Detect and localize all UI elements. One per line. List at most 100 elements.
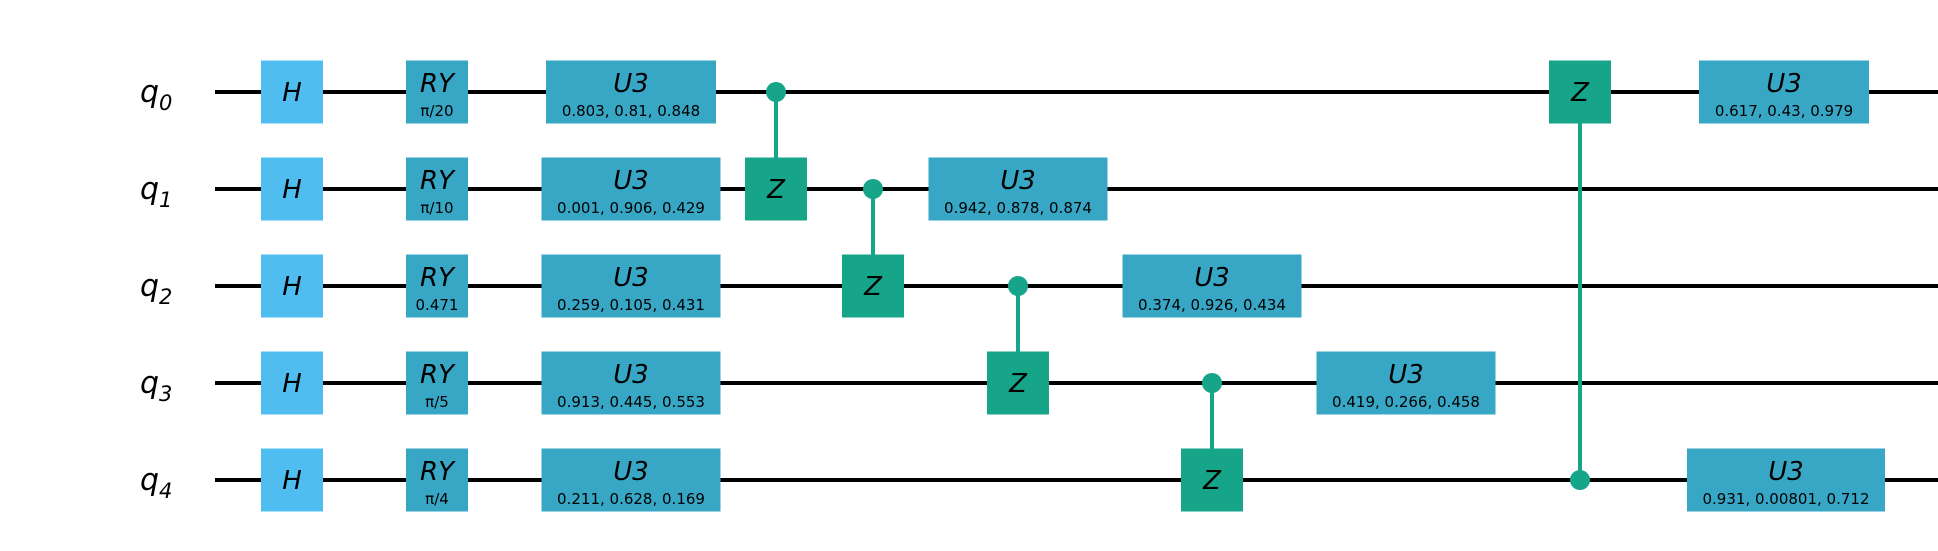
u3-gate-label: U3 <box>613 457 649 487</box>
gates: HHHHHRYπ/20RYπ/10RY0.471RYπ/5RYπ/4U30.80… <box>261 60 1885 512</box>
u3-gate-box <box>1687 448 1885 512</box>
h-gate-label: H <box>282 175 302 205</box>
gate-u3-19: U3 0.374, 0.926, 0.434 <box>1122 254 1302 318</box>
u3-gate-box <box>1122 254 1302 318</box>
qubit-wires <box>215 90 1938 482</box>
cz-gate-label: Z <box>1570 78 1590 108</box>
u3-gate-param: 0.374, 0.926, 0.434 <box>1138 296 1286 314</box>
gate-cz-22: Z <box>1549 60 1611 490</box>
cz-gate-box <box>987 351 1049 415</box>
gate-u3-17: U3 0.942, 0.878, 0.874 <box>928 157 1108 221</box>
ry-gate-box <box>406 254 468 318</box>
h-gate-label: H <box>282 369 302 399</box>
qubit-label-4: q4 <box>140 463 172 503</box>
ry-gate-box <box>406 448 468 512</box>
ry-gate-param: 0.471 <box>416 296 459 314</box>
ry-gate-param: π/5 <box>425 393 449 411</box>
u3-gate-label: U3 <box>1768 457 1804 487</box>
gate-cz-16: Z <box>842 179 904 318</box>
u3-gate-param: 0.931, 0.00801, 0.712 <box>1703 490 1870 508</box>
u3-gate-param: 0.803, 0.81, 0.848 <box>562 102 700 120</box>
u3-gate-box <box>1699 60 1869 124</box>
gate-u3-13: U30.913, 0.445, 0.553 <box>541 351 721 415</box>
gate-ry-6: RY π/10 <box>406 157 468 221</box>
cz-gate-box <box>1181 448 1243 512</box>
u3-gate-label: U3 <box>613 360 649 390</box>
ry-gate-label: RY <box>420 457 456 487</box>
ry-gate-label: RY <box>420 166 456 196</box>
h-gate-box <box>261 351 323 415</box>
u3-gate-label: U3 <box>1766 69 1802 99</box>
u3-gate-param: 0.259, 0.105, 0.431 <box>557 296 705 314</box>
h-gate-box <box>261 60 323 124</box>
cz-gate-box <box>1549 60 1611 124</box>
h-gate-box <box>261 254 323 318</box>
gate-u3-11: U3 0.001, 0.906, 0.429 <box>541 157 721 221</box>
gate-u3-23: U3 0.617, 0.43, 0.979 <box>1699 60 1869 124</box>
u3-gate-label: U3 <box>613 166 649 196</box>
u3-gate-param: 0.419, 0.266, 0.458 <box>1332 393 1480 411</box>
ry-gate-param: π/10 <box>420 199 453 217</box>
h-gate-label: H <box>282 78 302 108</box>
ry-gate-param: π/20 <box>420 102 453 120</box>
gate-h-0: H <box>261 60 323 124</box>
h-gate-label: H <box>282 466 302 496</box>
h-gate-box <box>261 448 323 512</box>
gate-u3-14: U3 0.211, 0.628, 0.169 <box>541 448 721 512</box>
cz-gate-label: Z <box>766 175 786 205</box>
u3-gate-box <box>1316 351 1496 415</box>
gate-u3-24: U3 0.931, 0.00801, 0.712 <box>1687 448 1885 512</box>
ry-gate-param: π/4 <box>425 490 449 508</box>
u3-gate-param: 0.211, 0.628, 0.169 <box>557 490 705 508</box>
gate-cz-18: Z <box>987 276 1049 415</box>
gate-h-4: H <box>261 448 323 512</box>
cz-gate-label: Z <box>1008 369 1028 399</box>
gate-h-3: H <box>261 351 323 415</box>
control-dot <box>863 179 883 199</box>
gate-ry-5: RY π/20 <box>406 60 468 124</box>
ry-gate-label: RY <box>420 263 456 293</box>
cz-gate-box <box>745 157 807 221</box>
u3-gate-box <box>546 60 716 124</box>
cz-gate-label: Z <box>863 272 883 302</box>
gate-h-1: H <box>261 157 323 221</box>
u3-gate-label: U3 <box>613 263 649 293</box>
u3-gate-label: U3 <box>1000 166 1036 196</box>
cz-gate-box <box>842 254 904 318</box>
ry-gate-box <box>406 157 468 221</box>
u3-gate-param: 0.001, 0.906, 0.429 <box>557 199 705 217</box>
cz-gate-label: Z <box>1202 466 1222 496</box>
qubit-label-2: q2 <box>140 269 172 309</box>
u3-gate-label: U3 <box>613 69 649 99</box>
u3-gate-label: U3 <box>1388 360 1424 390</box>
u3-gate-box <box>541 448 721 512</box>
gate-ry-7: RY 0.471 <box>406 254 468 318</box>
qubit-label-3: q3 <box>140 366 172 406</box>
gate-u3-21: U3 0.419, 0.266, 0.458 <box>1316 351 1496 415</box>
u3-gate-box <box>541 157 721 221</box>
u3-gate-param: 0.942, 0.878, 0.874 <box>944 199 1092 217</box>
ry-gate-label: RY <box>420 360 456 390</box>
gate-u3-12: U3 0.259, 0.105, 0.431 <box>541 254 721 318</box>
gate-cz-20: Z <box>1181 373 1243 512</box>
control-dot <box>1202 373 1222 393</box>
ry-gate-box <box>406 60 468 124</box>
u3-gate-box <box>541 254 721 318</box>
ry-gate-label: RY <box>420 69 456 99</box>
gate-ry-8: RY π/5 <box>406 351 468 415</box>
u3-gate-box <box>928 157 1108 221</box>
qubit-label-1: q1 <box>140 172 172 212</box>
u3-gate-label: U3 <box>1194 263 1230 293</box>
u3-gate-param: 0.617, 0.43, 0.979 <box>1715 102 1853 120</box>
u3-gate-box <box>541 351 721 415</box>
control-dot <box>766 82 786 102</box>
control-dot <box>1570 470 1590 490</box>
gate-ry-9: RY π/4 <box>406 448 468 512</box>
ry-gate-box <box>406 351 468 415</box>
gate-u3-10: U3 0.803, 0.81, 0.848 <box>546 60 716 124</box>
gate-h-2: H <box>261 254 323 318</box>
h-gate-label: H <box>282 272 302 302</box>
gate-cz-15: Z <box>745 82 807 221</box>
